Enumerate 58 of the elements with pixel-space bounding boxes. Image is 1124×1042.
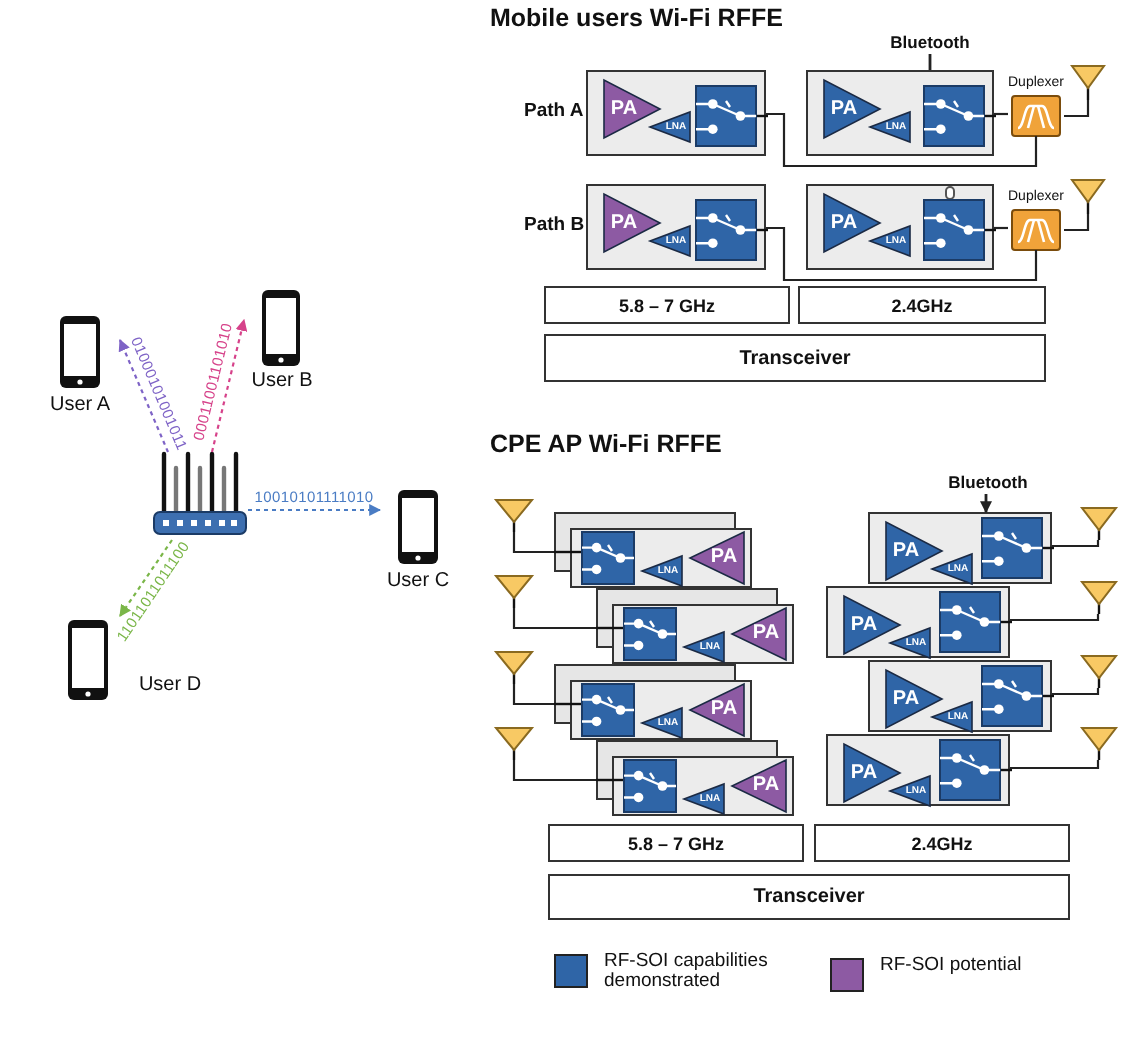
module-box [826, 734, 1010, 806]
module-box [806, 70, 994, 156]
module-box [806, 184, 994, 270]
pa-label: PA [610, 213, 638, 233]
pa-label: PA [830, 99, 858, 119]
connector-line [512, 684, 554, 706]
pa-label: PA [710, 548, 738, 568]
pa-label: PA [892, 541, 920, 561]
pa-label: PA [752, 776, 780, 796]
pa-label: PA [830, 213, 858, 233]
user-label: User C [384, 572, 452, 592]
transceiver-box: Transceiver [544, 334, 1046, 382]
frequency-band-box: 5.8 – 7 GHz [544, 286, 790, 324]
user-label: User A [47, 396, 112, 416]
user-label: User B [249, 372, 315, 392]
section-title: Mobile users Wi-Fi RFFE [490, 6, 783, 34]
connector-line [1010, 614, 1100, 622]
section-title: CPE AP Wi-Fi RFFE [490, 432, 722, 460]
pa-label: PA [752, 624, 780, 644]
user-label: User D [136, 676, 204, 696]
connector-line [980, 494, 992, 514]
connector-line [994, 112, 1008, 116]
connector-line [1064, 214, 1090, 232]
connector-line [928, 54, 932, 70]
legend-label: RF-SOI capabilities demonstrated [604, 952, 770, 994]
pa-label: PA [710, 700, 738, 720]
connector-line [248, 504, 382, 516]
bluetooth-label: Bluetooth [942, 470, 1034, 494]
connector-line [1052, 688, 1100, 696]
pa-label: PA [850, 763, 878, 783]
module-box [826, 586, 1010, 658]
connector-line [512, 608, 596, 630]
connector-line [512, 532, 554, 554]
module-box [868, 512, 1052, 584]
bluetooth-label: Bluetooth [886, 30, 974, 54]
frequency-band-box: 5.8 – 7 GHz [548, 824, 804, 862]
connector-line [1064, 100, 1090, 118]
path-label: Path A [524, 102, 584, 123]
connector-line [119, 539, 173, 617]
connector-line [512, 760, 596, 782]
connector-line [1052, 540, 1100, 548]
legend-label: RF-SOI potential [880, 956, 1024, 977]
frequency-band-box: 2.4GHz [814, 824, 1070, 862]
connector-line [766, 112, 1038, 168]
module-box [586, 184, 766, 270]
connector-line [994, 226, 1008, 230]
connector-line [1010, 760, 1100, 770]
module-box [868, 660, 1052, 732]
pa-label: PA [610, 99, 638, 119]
frequency-band-box: 2.4GHz [798, 286, 1046, 324]
transceiver-box: Transceiver [548, 874, 1070, 920]
pa-label: PA [850, 615, 878, 635]
pa-label: PA [892, 689, 920, 709]
connector-line [766, 226, 1038, 282]
connector-line [118, 338, 169, 453]
connector-line [210, 318, 248, 453]
module-box [586, 70, 766, 156]
path-label: Path B [524, 216, 585, 237]
